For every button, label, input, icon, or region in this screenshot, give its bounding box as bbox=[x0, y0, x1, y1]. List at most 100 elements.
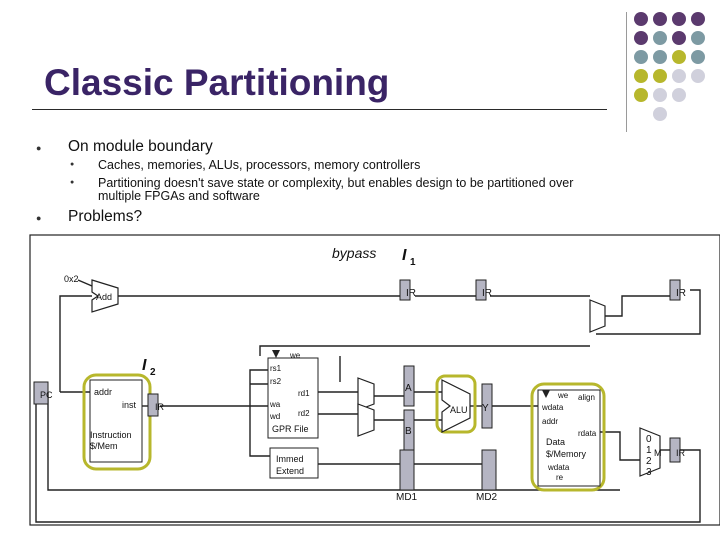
wb-mux-2: 2 bbox=[646, 456, 652, 467]
bullet-caches: Caches, memories, ALUs, processors, memo… bbox=[98, 158, 421, 172]
data-mem-partition-highlight bbox=[530, 382, 606, 492]
gpr-rd2-label: rd2 bbox=[298, 409, 310, 418]
dot bbox=[634, 50, 648, 64]
wire bbox=[259, 345, 590, 356]
gpr-wa-label: wa bbox=[269, 400, 281, 409]
dot bbox=[691, 69, 705, 83]
gpr-rd1-label: rd1 bbox=[298, 389, 310, 398]
alu-label: ALU bbox=[450, 405, 468, 415]
slide-title: Classic Partitioning bbox=[44, 62, 390, 103]
b-label: B bbox=[405, 426, 412, 437]
dmem-wdata2-label: wdata bbox=[547, 463, 570, 472]
title-underline bbox=[32, 109, 607, 110]
dot bbox=[634, 31, 648, 45]
wire bbox=[596, 289, 701, 335]
gpr-wd-label: wd bbox=[269, 412, 280, 421]
immed-extend bbox=[269, 447, 319, 479]
i2-partition-highlight bbox=[82, 373, 152, 471]
bullet-dot: ● bbox=[36, 143, 42, 153]
wb-mux-1: 1 bbox=[646, 445, 652, 456]
immed-line2: Extend bbox=[276, 466, 304, 476]
wire bbox=[605, 295, 670, 317]
dmem-we-arrow bbox=[542, 390, 550, 398]
add-label: Add bbox=[96, 292, 112, 302]
const-0x2-label: 0x2 bbox=[64, 274, 79, 284]
gpr-rs2-label: rs2 bbox=[270, 377, 282, 386]
bypass-mux-a bbox=[357, 377, 375, 411]
ir-register-fetch bbox=[399, 279, 411, 301]
a-label: A bbox=[405, 383, 412, 394]
dot bbox=[634, 12, 648, 26]
dot bbox=[691, 12, 705, 26]
ir-register-writeback bbox=[669, 279, 681, 301]
wb-mux-3: 3 bbox=[646, 467, 652, 478]
gpr-we-label: we bbox=[289, 351, 301, 360]
wb-mux-0: 0 bbox=[646, 434, 652, 445]
md1-register bbox=[399, 449, 415, 491]
bypass-mux-b bbox=[357, 403, 375, 437]
ir-label: IR bbox=[155, 402, 165, 412]
ir-register-decode-stage bbox=[147, 393, 159, 417]
ir-label: IR bbox=[676, 288, 686, 299]
bullet-module-boundary: On module boundary bbox=[68, 138, 213, 155]
wire bbox=[415, 295, 481, 300]
dot bbox=[672, 88, 686, 102]
md2-register bbox=[481, 449, 497, 491]
gpr-rs1-label: rs1 bbox=[270, 364, 282, 373]
dot bbox=[634, 69, 648, 83]
dmem-rdata-label: rdata bbox=[578, 429, 597, 438]
immed-line1: Immed bbox=[276, 454, 304, 464]
instruction-memory bbox=[89, 379, 143, 463]
wire bbox=[118, 295, 406, 300]
dmem-re-label: re bbox=[556, 473, 564, 482]
gpr-file bbox=[267, 357, 319, 439]
wire bbox=[249, 369, 268, 406]
dot bbox=[672, 31, 686, 45]
writeback-mux bbox=[639, 427, 661, 477]
dmem-addr-label: addr bbox=[542, 417, 558, 426]
imem-name-line2: $/Mem bbox=[90, 441, 118, 451]
dmem-name-line1: Data bbox=[546, 437, 565, 447]
ir-label: IR bbox=[406, 288, 416, 299]
a-register bbox=[403, 365, 415, 407]
dot bbox=[653, 107, 667, 121]
i2-subscript: 2 bbox=[150, 367, 156, 378]
dot bbox=[653, 12, 667, 26]
dot bbox=[691, 50, 705, 64]
bullet-partitioning-line2: multiple FPGAs and software bbox=[98, 189, 260, 203]
wb-mux-m: M bbox=[654, 448, 662, 458]
bypass-label: bypass bbox=[332, 245, 376, 261]
pc-select-mux bbox=[589, 299, 606, 333]
i1-label: I bbox=[402, 247, 407, 264]
dot bbox=[672, 50, 686, 64]
bullet-dot: ● bbox=[70, 161, 75, 168]
dot bbox=[653, 31, 667, 45]
dot bbox=[691, 31, 705, 45]
alu-partition-highlight bbox=[435, 374, 477, 434]
bullet-partitioning-line1: Partitioning doesn't save state or compl… bbox=[98, 176, 574, 190]
gpr-name-label: GPR File bbox=[272, 424, 309, 434]
dot bbox=[653, 69, 667, 83]
dot bbox=[672, 12, 686, 26]
ir-label: IR bbox=[676, 448, 686, 458]
decorative-dot-grid bbox=[634, 12, 705, 121]
wire bbox=[600, 431, 640, 461]
imem-name-line1: Instruction bbox=[90, 430, 132, 440]
wire bbox=[47, 392, 620, 491]
decorative-vertical-rule bbox=[626, 12, 627, 132]
imem-addr-label: addr bbox=[94, 387, 112, 397]
dot bbox=[634, 88, 648, 102]
gpr-we-arrow bbox=[272, 350, 280, 358]
bullet-problems: Problems? bbox=[68, 208, 143, 225]
ir-register-wb bbox=[669, 437, 681, 463]
dmem-wdata-label: wdata bbox=[541, 403, 564, 412]
bullet-dot: ● bbox=[70, 179, 75, 186]
bullet-dot: ● bbox=[36, 213, 42, 223]
diagram-frame bbox=[29, 234, 720, 526]
add-unit bbox=[91, 279, 119, 313]
dmem-name-line2: $/Memory bbox=[546, 449, 587, 459]
dmem-align-label: align bbox=[578, 393, 595, 402]
dot bbox=[653, 50, 667, 64]
data-memory bbox=[537, 389, 601, 487]
